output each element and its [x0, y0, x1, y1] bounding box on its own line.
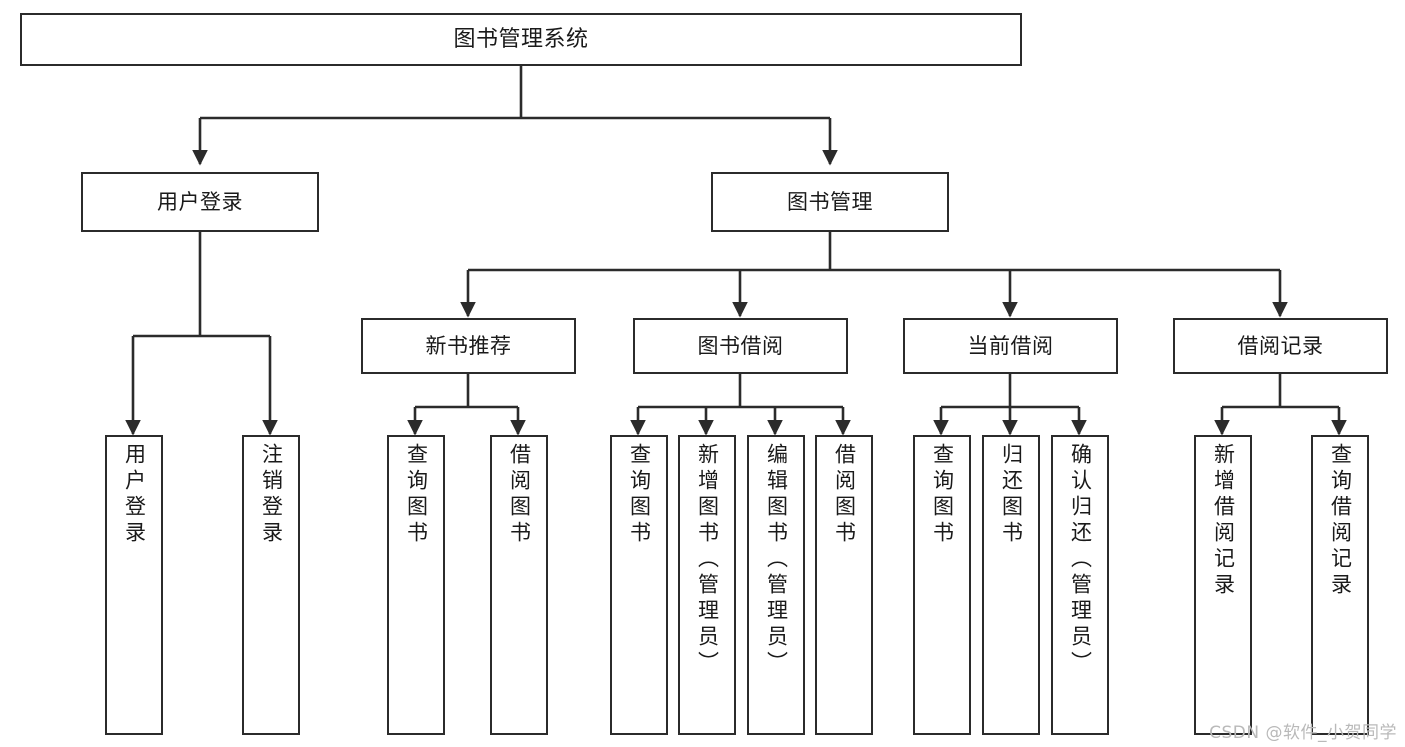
- node-leaf-add-book-admin[interactable]: 新增图书（管理员）: [678, 435, 736, 735]
- node-label: 图书管理: [787, 189, 873, 214]
- node-book-management[interactable]: 图书管理: [711, 172, 949, 232]
- node-label: 查询图书: [404, 443, 429, 547]
- node-leaf-query-book-recommend[interactable]: 查询图书: [387, 435, 445, 735]
- node-leaf-user-login[interactable]: 用户登录: [105, 435, 163, 735]
- node-label: 新增借阅记录: [1211, 443, 1236, 599]
- node-leaf-borrow-book[interactable]: 借阅图书: [815, 435, 873, 735]
- node-leaf-logout[interactable]: 注销登录: [242, 435, 300, 735]
- node-label: 查询图书: [930, 443, 955, 547]
- node-leaf-confirm-return-admin[interactable]: 确认归还（管理员）: [1051, 435, 1109, 735]
- node-label: 借阅记录: [1237, 333, 1324, 358]
- node-label: 查询借阅记录: [1328, 443, 1353, 599]
- node-new-book-recommend[interactable]: 新书推荐: [361, 318, 576, 374]
- node-leaf-borrow-book-recommend[interactable]: 借阅图书: [490, 435, 548, 735]
- node-label: 新书推荐: [425, 333, 512, 358]
- node-label: 归还图书: [999, 443, 1024, 547]
- node-root-book-management-system[interactable]: 图书管理系统: [20, 13, 1022, 66]
- node-label: 用户登录: [122, 443, 147, 547]
- node-leaf-return-book[interactable]: 归还图书: [982, 435, 1040, 735]
- node-label: 新增图书（管理员）: [695, 443, 720, 677]
- node-label: 借阅图书: [507, 443, 532, 547]
- node-user-login[interactable]: 用户登录: [81, 172, 319, 232]
- node-leaf-add-borrow-record[interactable]: 新增借阅记录: [1194, 435, 1252, 735]
- node-leaf-query-book-borrow[interactable]: 查询图书: [610, 435, 668, 735]
- node-leaf-query-borrow-record[interactable]: 查询借阅记录: [1311, 435, 1369, 735]
- node-label: 用户登录: [157, 189, 243, 214]
- node-label: 图书管理系统: [453, 26, 589, 52]
- node-label: 编辑图书（管理员）: [764, 443, 789, 677]
- node-label: 注销登录: [259, 443, 284, 547]
- node-borrow-record[interactable]: 借阅记录: [1173, 318, 1388, 374]
- node-leaf-edit-book-admin[interactable]: 编辑图书（管理员）: [747, 435, 805, 735]
- node-label: 确认归还（管理员）: [1068, 443, 1093, 677]
- node-current-borrow[interactable]: 当前借阅: [903, 318, 1118, 374]
- node-leaf-query-book-current[interactable]: 查询图书: [913, 435, 971, 735]
- node-book-borrow[interactable]: 图书借阅: [633, 318, 848, 374]
- node-label: 查询图书: [627, 443, 652, 547]
- node-label: 图书借阅: [697, 333, 784, 358]
- watermark-text: CSDN @软件_小贺同学: [1209, 723, 1397, 743]
- node-label: 借阅图书: [832, 443, 857, 547]
- node-label: 当前借阅: [967, 333, 1054, 358]
